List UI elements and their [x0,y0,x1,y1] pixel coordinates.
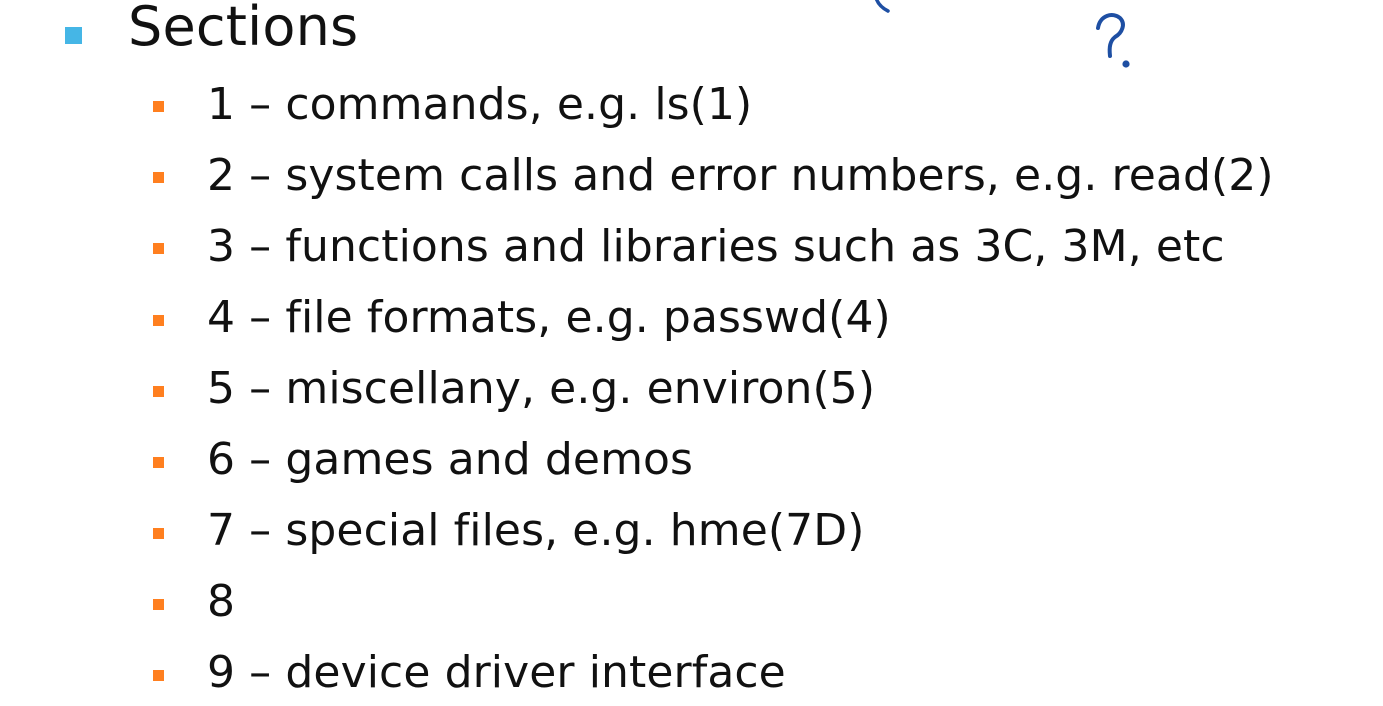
item-bullet-icon [153,599,164,610]
section-item-8: 8 [207,576,236,627]
section-item-5: 5 – miscellany, e.g. environ(5) [207,363,876,414]
question-mark-icon [1096,13,1130,68]
heading-bullet-icon [65,27,82,44]
item-bullet-icon [153,386,164,397]
section-heading: Sections [128,0,359,58]
item-bullet-icon [153,528,164,539]
item-bullet-icon [153,243,164,254]
item-bullet-icon [153,315,164,326]
item-bullet-icon [153,670,164,681]
section-item-3: 3 – functions and libraries such as 3C, … [207,221,1225,272]
item-bullet-icon [153,101,164,112]
section-item-7: 7 – special files, e.g. hme(7D) [207,505,865,556]
item-bullet-icon [153,172,164,183]
section-item-2: 2 – system calls and error numbers, e.g.… [207,150,1274,201]
section-item-4: 4 – file formats, e.g. passwd(4) [207,292,891,343]
item-bullet-icon [153,457,164,468]
ink-stroke-icon [874,0,890,13]
section-item-1: 1 – commands, e.g. ls(1) [207,79,753,130]
section-item-9: 9 – device driver interface [207,647,786,698]
section-item-6: 6 – games and demos [207,434,694,485]
